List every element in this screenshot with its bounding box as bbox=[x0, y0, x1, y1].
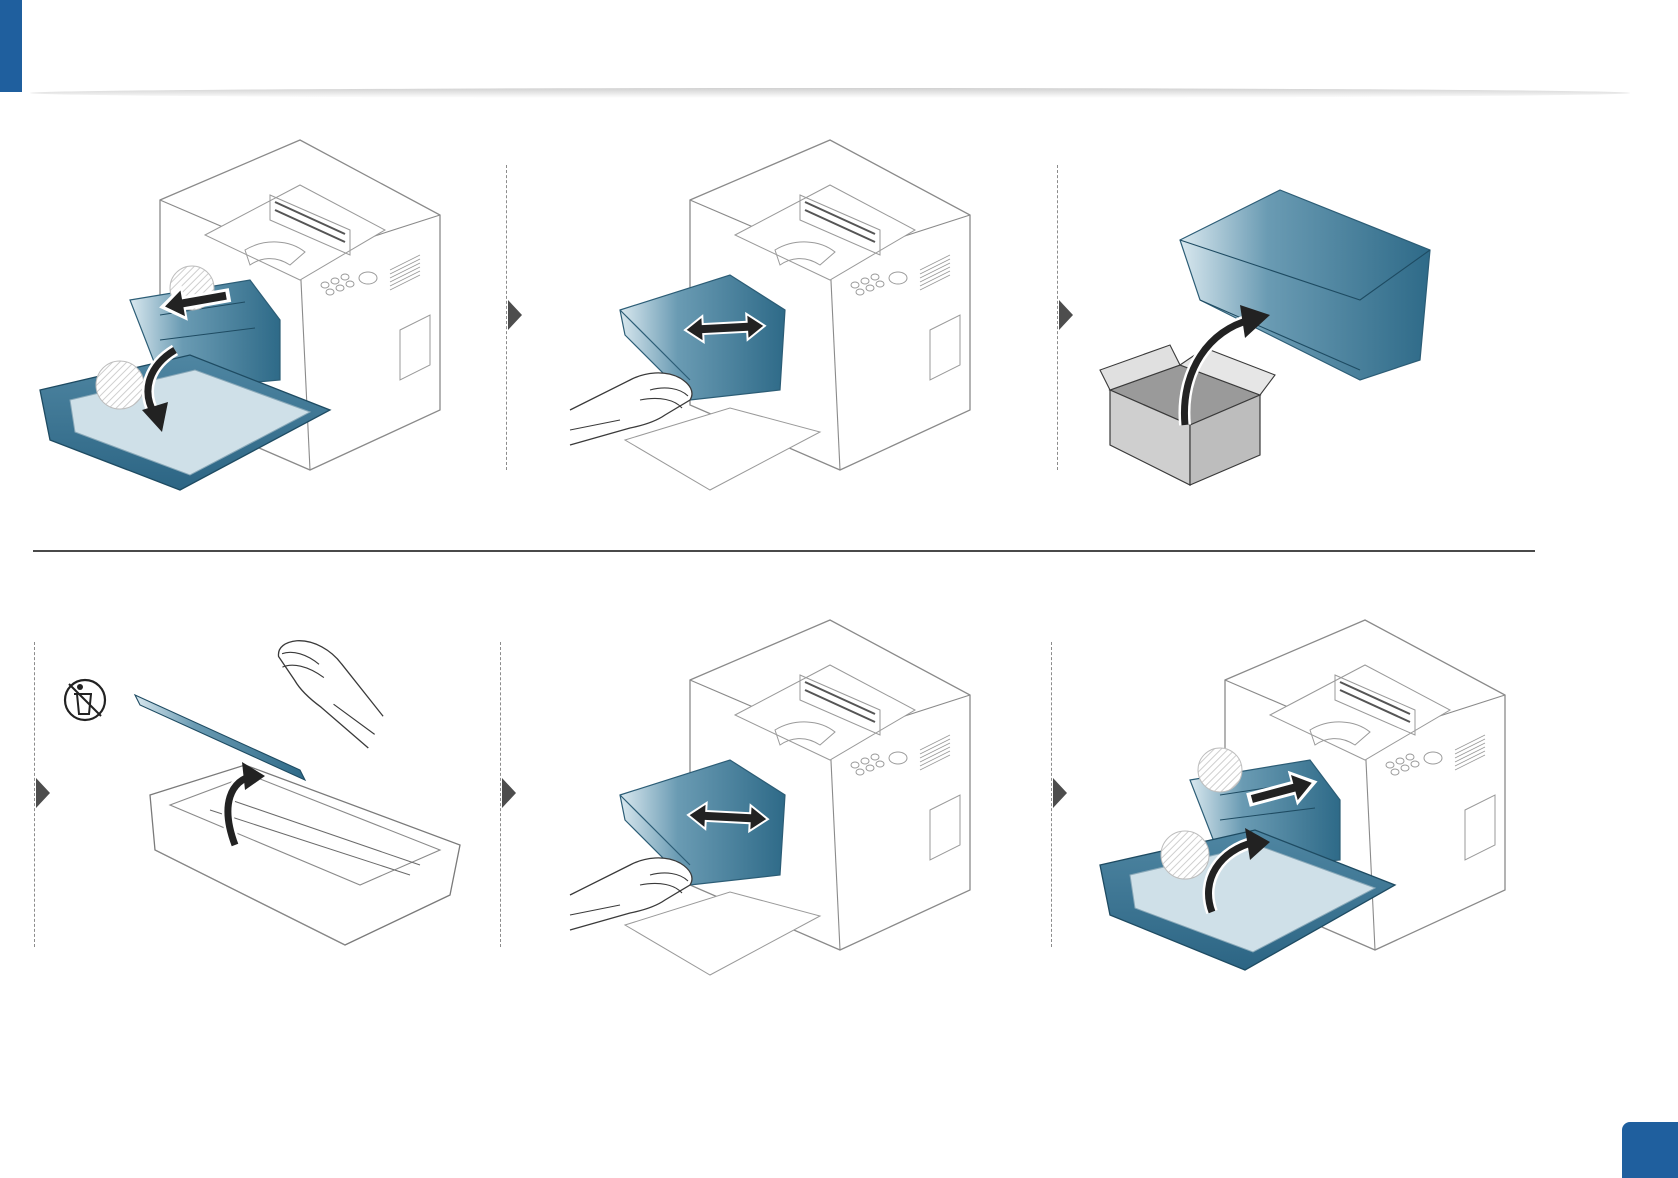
step-separator bbox=[1057, 165, 1058, 470]
hatched-marker-icon bbox=[1161, 831, 1209, 879]
section-divider bbox=[33, 550, 1535, 552]
step-illustration-remove-cover bbox=[60, 670, 480, 960]
step-illustration-open-front-cover bbox=[30, 140, 470, 500]
step-arrow-icon bbox=[36, 778, 50, 808]
step-separator bbox=[500, 642, 501, 947]
step-arrow-icon bbox=[508, 300, 522, 330]
header-accent-bar bbox=[0, 0, 22, 92]
hatched-marker-icon bbox=[1198, 748, 1242, 792]
hand-icon bbox=[258, 631, 399, 748]
step-separator bbox=[506, 165, 507, 470]
step-illustration-close-cover bbox=[1095, 620, 1535, 980]
step-separator bbox=[34, 642, 35, 947]
step-arrow-icon bbox=[1053, 778, 1067, 808]
step-illustration-pull-unit bbox=[560, 140, 1000, 500]
page-number-badge bbox=[1622, 1122, 1678, 1178]
step-illustration-unpack-unit bbox=[1100, 180, 1490, 490]
trash-icon bbox=[65, 680, 105, 720]
step-arrow-icon bbox=[1059, 300, 1073, 330]
hatched-marker-icon bbox=[96, 361, 144, 409]
step-illustration-insert-unit bbox=[560, 620, 1000, 980]
step-arrow-icon bbox=[502, 778, 516, 808]
header-rule bbox=[30, 88, 1630, 98]
step-separator bbox=[1051, 642, 1052, 947]
